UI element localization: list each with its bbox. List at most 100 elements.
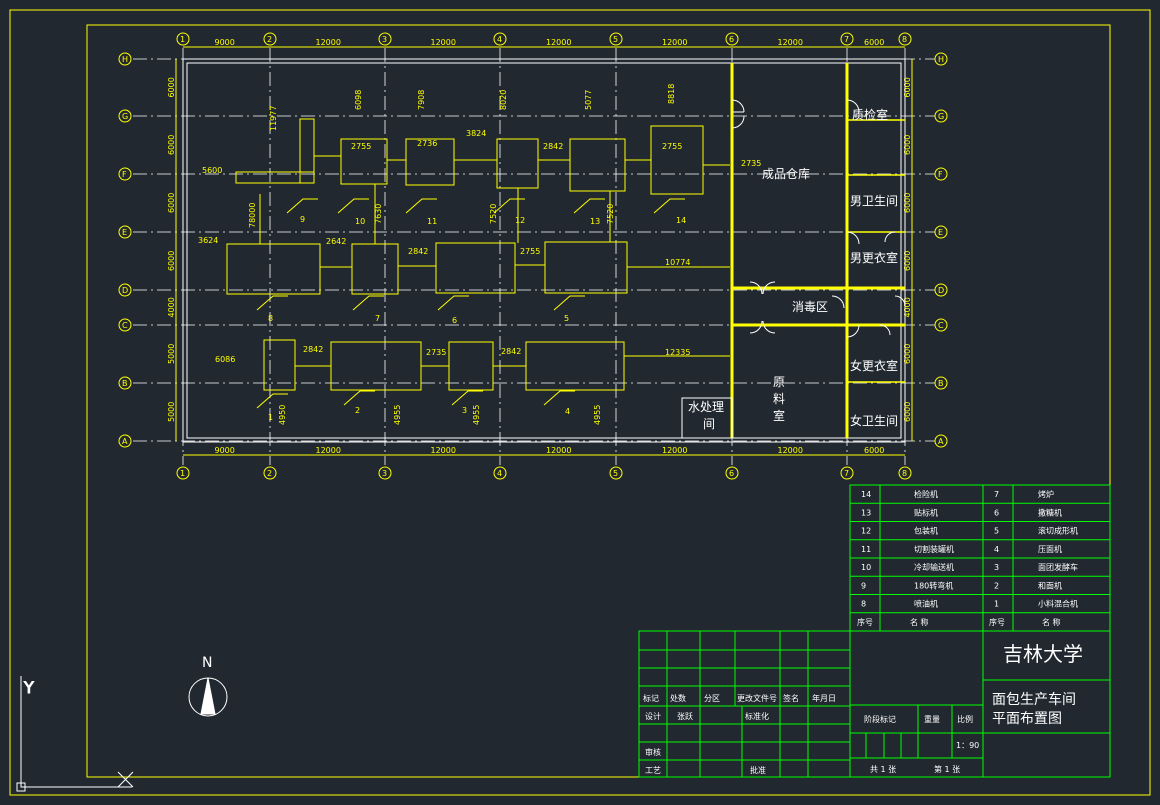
inner-dim-label: 7630: [374, 204, 383, 224]
north-arrow: N: [188, 655, 228, 717]
tb-scale: 1：90: [956, 741, 979, 750]
building-inner-wall: [186, 62, 902, 439]
dim-label-v: 6000: [903, 193, 912, 213]
axis-bubble-row: [118, 225, 132, 239]
axis-label-col: 1: [180, 35, 185, 44]
tb-scale-label: 比例: [957, 714, 973, 724]
axis-label-col: 1: [180, 469, 185, 478]
machine-number: 11: [427, 217, 437, 226]
axis-label-col: 4: [497, 469, 502, 478]
legend-no: 3: [994, 563, 999, 572]
inner-dim-label: 2755: [662, 142, 682, 151]
legend-name: 包装机: [914, 526, 938, 536]
legend-name: 贴标机: [914, 507, 938, 517]
legend-header-no: 序号: [857, 617, 873, 627]
tb-standard: 标准化: [745, 711, 769, 721]
inner-dim-label: 2842: [303, 345, 323, 354]
machine-number: 13: [590, 217, 600, 226]
dim-label-h: 9000: [215, 38, 235, 47]
axis-bubble-col: [840, 466, 854, 480]
dim-label-v: 6000: [167, 135, 176, 155]
legend-no: 10: [861, 563, 871, 572]
axis-bubble-col: [263, 466, 277, 480]
ucs-icon: Y: [16, 676, 134, 792]
axis-bubble-row: [118, 167, 132, 181]
dim-label-v: 6000: [903, 402, 912, 422]
axis-bubble-col: [898, 32, 912, 46]
machine-number: 14: [676, 216, 686, 225]
dim-label-v: 6000: [167, 193, 176, 213]
axis-label-row: G: [938, 112, 944, 121]
inner-dim-label: 10774: [665, 258, 690, 267]
legend-no: 12: [861, 527, 871, 536]
inner-dim-label: 8818: [667, 84, 676, 104]
room-women-toilet: 女卫生间: [850, 413, 898, 428]
axis-label-col: 2: [267, 469, 272, 478]
machine-number: 1: [268, 413, 273, 422]
legend-name: 切割装罐机: [914, 544, 954, 554]
tb-process: 工艺: [645, 766, 661, 775]
inner-dim-label: 2735: [741, 159, 761, 168]
inner-dim-label: 4955: [593, 405, 602, 425]
room-men-toilet: 男卫生间: [850, 194, 898, 208]
axis-bubble-row: [934, 434, 948, 448]
title-block: 吉林大学 面包生产车间 平面布置图 标记 处数 分区 更改文件号 签名 年月日 …: [638, 630, 1111, 778]
axis-bubble-row: [934, 167, 948, 181]
room-disinfect: 消毒区: [792, 300, 828, 314]
room-finished-store: 成品仓库: [762, 166, 810, 181]
dim-label-v: 6000: [903, 135, 912, 155]
legend-no: 2: [994, 581, 999, 590]
building-outer-wall: [182, 58, 906, 443]
axis-bubble-row: [934, 225, 948, 239]
legend-name: 180转弯机: [914, 580, 953, 590]
legend-no: 6: [994, 508, 999, 517]
tb-sign: 签名: [783, 693, 799, 703]
inner-dim-label: 12335: [665, 348, 690, 357]
dim-label-h: 12000: [431, 446, 456, 455]
dim-label-v: 5000: [167, 402, 176, 422]
dim-label-h: 12000: [778, 446, 803, 455]
inner-dim-label: 78000: [248, 203, 257, 228]
axis-bubble-col: [725, 466, 739, 480]
inner-dim-label: 2842: [501, 347, 521, 356]
axis-bubble-row: [118, 318, 132, 332]
axis-label-col: 7: [844, 35, 849, 44]
legend-header-name: 名 称: [1042, 617, 1061, 627]
inner-dim-label: 2842: [408, 247, 428, 256]
outer-border: [9, 9, 1151, 796]
inner-dim-label: 5077: [584, 90, 593, 110]
axis-bubble-col: [378, 466, 392, 480]
dim-label-v: 5000: [167, 344, 176, 364]
tb-doc: 更改文件号: [737, 693, 777, 703]
machine-number: 10: [355, 217, 365, 226]
machine-number: 3: [462, 406, 467, 415]
axis-label-row: A: [938, 437, 944, 446]
inner-dim-label: 2735: [426, 348, 446, 357]
tb-designer: 张跃: [677, 712, 693, 721]
axis-lines: [133, 48, 935, 465]
dim-label-h: 12000: [316, 446, 341, 455]
tb-total: 共 1 张: [870, 765, 896, 774]
axis-label-row: H: [938, 55, 944, 64]
axis-label-row: D: [122, 286, 128, 295]
doors: [731, 99, 906, 338]
school-name: 吉林大学: [1003, 642, 1083, 666]
axis-label-row: E: [938, 228, 943, 237]
dim-label-h: 12000: [546, 446, 571, 455]
axis-bubble-col: [840, 32, 854, 46]
inner-dim-label: 2842: [543, 142, 563, 151]
axis-bubble-row: [934, 52, 948, 66]
tb-mark: 标记: [643, 693, 659, 703]
axis-bubble-row: [934, 283, 948, 297]
legend-no: 8: [861, 600, 866, 609]
axis-label-row: B: [938, 379, 944, 388]
tb-design: 设计: [645, 711, 661, 721]
room-raw-3: 室: [773, 408, 785, 423]
legend-header-name: 名 称: [910, 617, 929, 627]
legend-no: 9: [861, 581, 866, 590]
axis-label-col: 7: [844, 469, 849, 478]
